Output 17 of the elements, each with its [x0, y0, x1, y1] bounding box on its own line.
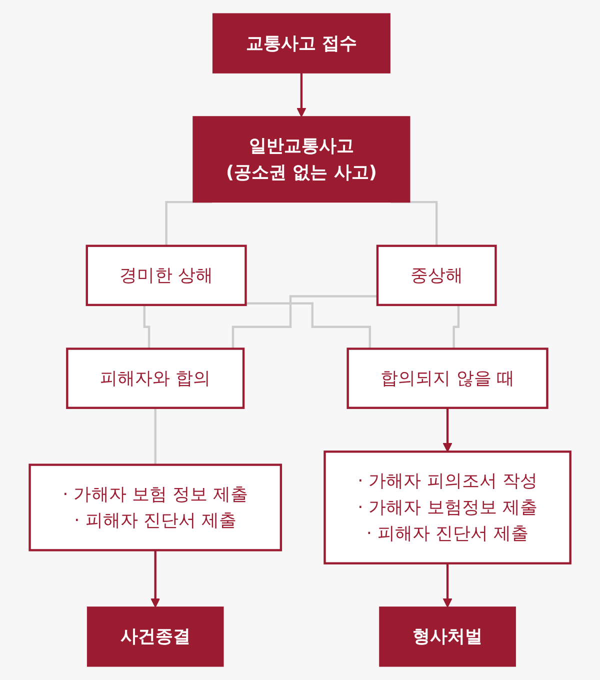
- arrow: [296, 72, 306, 118]
- node-box: 피해자와 합의: [66, 348, 245, 409]
- arrow: [442, 562, 452, 608]
- node-box: · 가해자 피의조서 작성 · 가해자 보험정보 제출 · 피해자 진단서 제출: [324, 450, 572, 564]
- connector: [232, 295, 378, 349]
- node-box: · 가해자 보험 정보 제출 · 피해자 진단서 제출: [28, 464, 282, 552]
- arrow: [150, 549, 160, 608]
- connector: [154, 406, 156, 465]
- node-box: 중상해: [376, 244, 497, 306]
- arrow: [442, 406, 452, 452]
- connector: [246, 302, 371, 349]
- node-box: 형사처벌: [379, 606, 516, 667]
- node-box: 일반교통사고 (공소권 없는 사고): [192, 116, 410, 203]
- node-box: 사건종결: [86, 606, 224, 667]
- node-box: 경미한 상해: [86, 244, 247, 306]
- node-box: 합의되지 않을 때: [346, 348, 548, 409]
- node-box: 교통사고 접수: [212, 13, 390, 74]
